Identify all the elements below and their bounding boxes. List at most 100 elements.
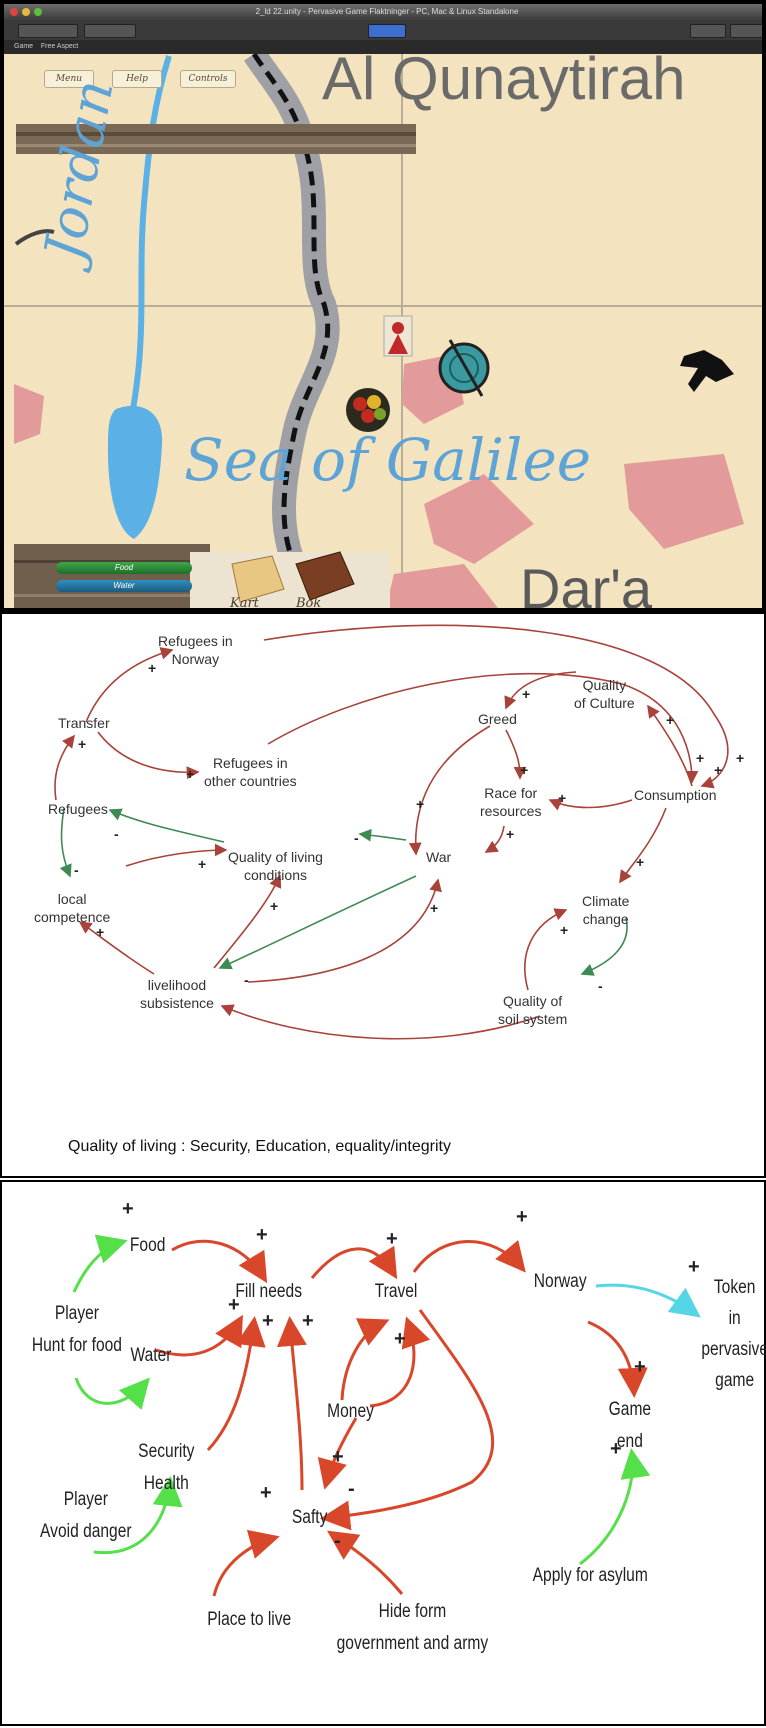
book-item-icon[interactable] <box>295 551 355 601</box>
polarity-minus: - <box>598 978 603 994</box>
status-panel <box>14 544 210 608</box>
menu-button[interactable]: Menu <box>44 70 94 88</box>
polarity-plus: + <box>430 900 439 916</box>
link-avoid-to-security <box>93 1476 183 1555</box>
polarity-plus: + <box>688 1256 700 1278</box>
cld2-links <box>72 1234 701 1597</box>
controls-button[interactable]: Controls <box>180 70 236 88</box>
maximize-icon[interactable] <box>34 8 42 16</box>
link-norway-to-gameend <box>587 1320 648 1398</box>
node-money: Money <box>327 1401 374 1422</box>
link-soil-to-livelihood <box>220 1004 541 1040</box>
help-button[interactable]: Help <box>112 70 162 88</box>
transform-tools[interactable] <box>18 24 78 38</box>
node-livelihood: livelihood subsistence <box>140 977 214 1011</box>
link-soil-to-climate <box>524 908 568 991</box>
food-meter: Food <box>56 562 192 574</box>
play-controls[interactable] <box>368 24 406 38</box>
window-title: 2_ld 22.unity - Pervasive Game Flaktning… <box>255 7 519 16</box>
polarity-plus: + <box>666 712 675 728</box>
polarity-plus: + <box>256 1224 268 1246</box>
map-item-icon[interactable] <box>231 555 285 603</box>
wood-plank <box>16 124 416 154</box>
link-place-to-safty <box>212 1529 280 1597</box>
node-greed: Greed <box>478 711 517 727</box>
layout-dropdown[interactable] <box>730 24 762 38</box>
map-item-label: Kart <box>230 596 259 611</box>
river <box>129 55 172 415</box>
causal-loop-diagram-1: Refugees in Norway Transfer Refugees in … <box>0 612 766 1178</box>
window-titlebar: 2_ld 22.unity - Pervasive Game Flaktning… <box>4 4 762 20</box>
polarity-plus: + <box>270 898 279 914</box>
link-money-to-travel <box>340 1318 390 1401</box>
region-pink <box>14 384 44 444</box>
minimize-icon[interactable] <box>22 8 30 16</box>
polarity-plus: + <box>416 796 425 812</box>
polarity-minus: - <box>348 1478 355 1500</box>
game-map <box>4 47 762 608</box>
polarity-minus: - <box>244 972 249 988</box>
map-label-bottom-city: Dar'a <box>520 557 653 612</box>
link-travel-to-norway <box>412 1239 526 1273</box>
book-item-label: Bok <box>296 596 322 611</box>
polarity-plus: + <box>522 686 531 702</box>
polarity-plus: + <box>122 1198 134 1220</box>
node-soil: Quality of soil system <box>498 993 568 1027</box>
node-player-avoid: Player Avoid danger <box>40 1489 132 1542</box>
link-norway-to-consumption <box>263 624 729 789</box>
polarity-minus: - <box>334 1530 341 1552</box>
node-transfer: Transfer <box>58 715 110 731</box>
game-screenshot: 2_ld 22.unity - Pervasive Game Flaktning… <box>0 0 766 612</box>
link-transfer-to-other <box>97 731 200 780</box>
polarity-plus: + <box>516 1206 528 1228</box>
polarity-plus: + <box>736 750 745 766</box>
link-travel-to-safty <box>320 1309 495 1531</box>
link-asylum-to-gameend <box>579 1448 651 1566</box>
polarity-plus: + <box>520 762 529 778</box>
link-climate-to-soil <box>580 917 628 976</box>
polarity-plus: + <box>186 766 195 782</box>
node-climate-change: Climate change <box>582 893 630 927</box>
node-food: Food <box>129 1235 166 1256</box>
node-fill-needs: Fill needs <box>235 1281 303 1302</box>
polarity-plus: + <box>228 1294 240 1316</box>
link-norway-to-token <box>595 1283 701 1318</box>
node-apply-asylum: Apply for asylum <box>532 1565 648 1586</box>
link-consumption-to-culture <box>647 704 693 787</box>
polarity-plus: + <box>78 736 87 752</box>
link-livelihood-to-war <box>247 878 442 983</box>
water-well-icon[interactable] <box>438 342 490 394</box>
polarity-plus: + <box>262 1310 274 1332</box>
inventory-tray <box>190 552 390 608</box>
polarity-minus: - <box>354 830 359 846</box>
soldier-enemy-icon[interactable] <box>680 350 734 392</box>
map-label-lake: Sea of Galilee <box>184 426 592 494</box>
polarity-plus: + <box>198 856 207 872</box>
link-transfer-to-norway <box>85 647 174 723</box>
polarity-plus: + <box>96 924 105 940</box>
link-competence-to-quality <box>125 843 228 867</box>
link-other-to-consumption <box>267 672 699 784</box>
node-security-health: Security Health <box>138 1441 195 1494</box>
link-greed-to-war <box>408 725 491 856</box>
layers-dropdown[interactable] <box>690 24 726 38</box>
aspect-dropdown[interactable]: Free Aspect <box>40 43 79 50</box>
close-icon[interactable] <box>10 8 18 16</box>
link-player-to-food <box>72 1234 128 1293</box>
link-hide-to-safty <box>327 1530 404 1595</box>
link-war-to-quality <box>358 828 407 842</box>
polarity-plus: + <box>386 1228 398 1250</box>
node-hide-gov: Hide form government and army <box>336 1601 489 1654</box>
causal-loop-diagram-2: Food Fill needs Travel Norway Token in p… <box>0 1180 766 1726</box>
game-tab[interactable]: Game <box>14 43 34 50</box>
link-livelihood-to-quality <box>213 874 282 969</box>
water-meter: Water <box>56 580 192 592</box>
polarity-minus: - <box>114 826 119 842</box>
road-fragment <box>14 229 55 246</box>
link-consumption-to-climate <box>619 807 667 884</box>
polarity-plus: + <box>332 1446 344 1468</box>
polarity-plus: + <box>560 922 569 938</box>
link-money-to-travel-2 <box>369 1316 431 1408</box>
game-view-header: Game Free Aspect <box>4 40 762 54</box>
pivot-toggle[interactable] <box>84 24 136 38</box>
